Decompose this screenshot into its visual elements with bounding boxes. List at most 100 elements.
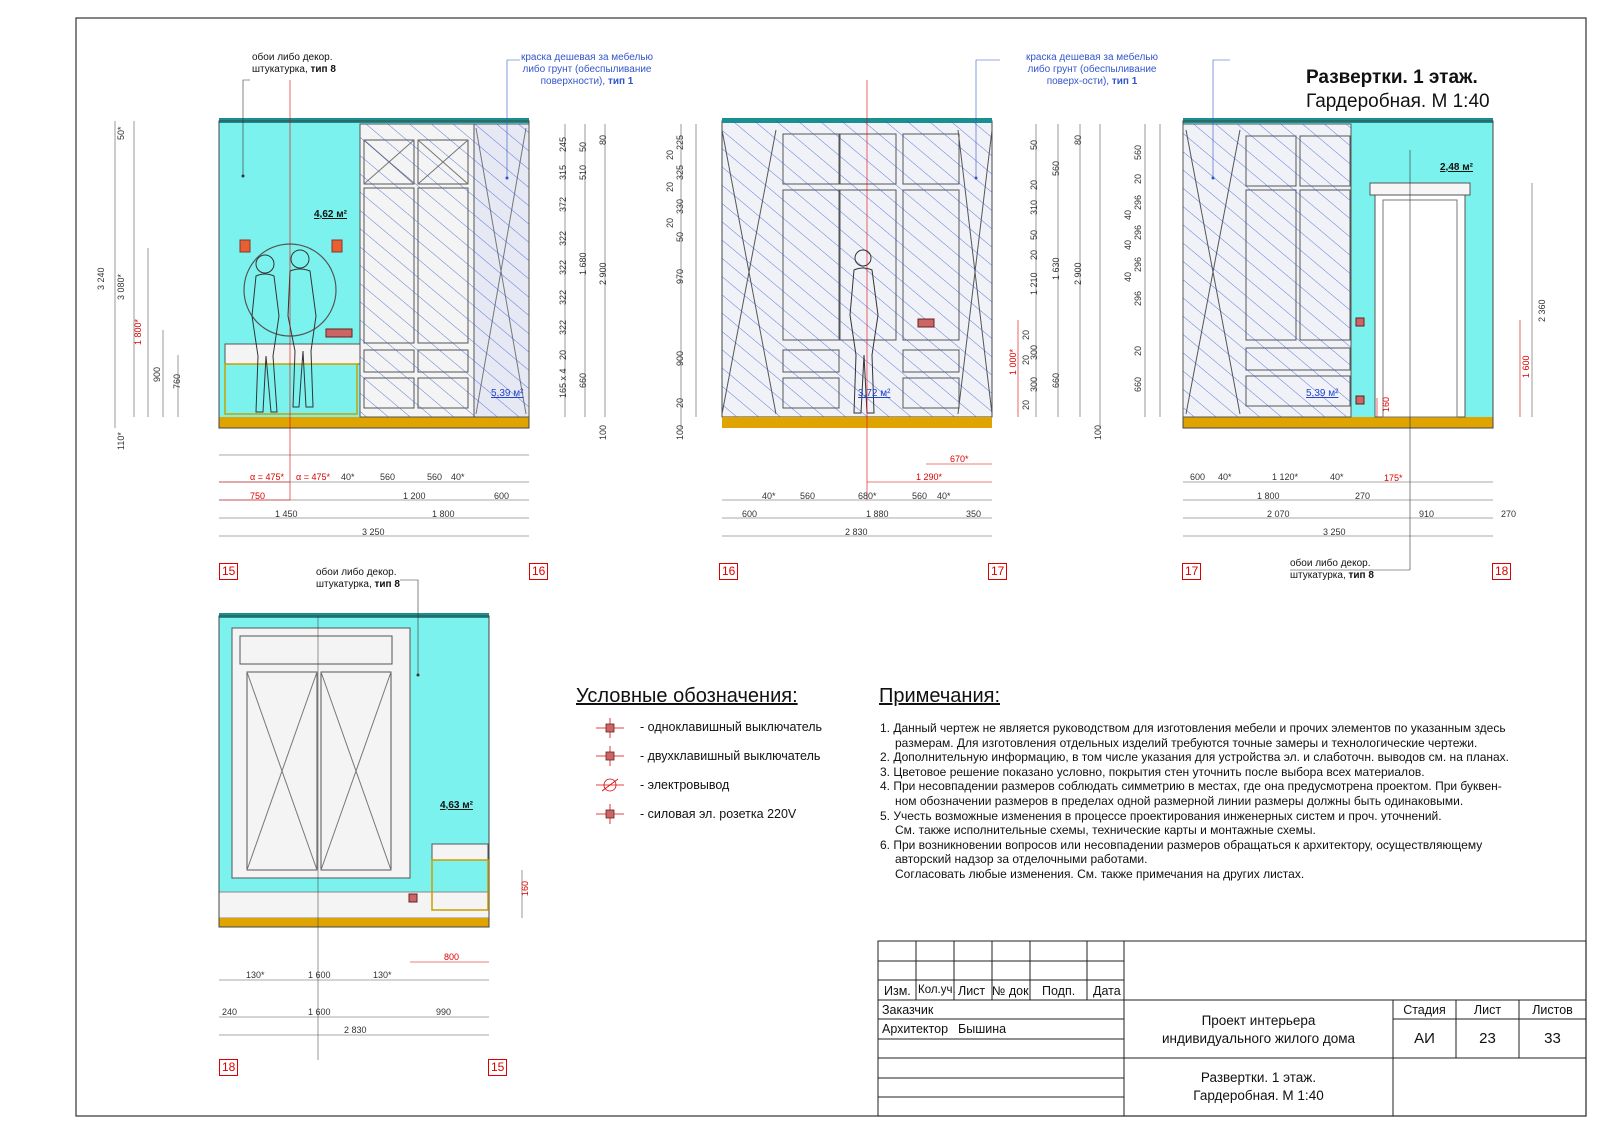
tb-header-izm: Изм.	[884, 984, 911, 998]
dimension-labels: 750 1 450 3 250 560 560 40* 1 200 600 1 …	[96, 126, 1547, 1035]
floor-strip	[219, 417, 529, 428]
dim-e1-r3: 322	[558, 231, 568, 246]
sheet-title: Развертки. 1 этаж. Гардеробная. М 1:40	[1306, 66, 1490, 114]
dim-e3-1: 40*	[1218, 472, 1232, 482]
dim-e2-r1: 560	[1051, 161, 1061, 176]
dim-e3-7: 2 070	[1267, 509, 1290, 519]
tb-customer-label: Заказчик	[882, 1003, 934, 1017]
dim-e3-l0: 560	[1133, 145, 1143, 160]
legend-item-power-socket: - силовая эл. розетка 220V	[640, 807, 797, 821]
dim-e3-l3: 40	[1123, 210, 1133, 220]
dim-e1-1800: 1 800	[432, 509, 455, 519]
dim-e1-r10: 510	[578, 165, 588, 180]
dim-e2-4: 40*	[937, 491, 951, 501]
dim-e2-7: 350	[966, 509, 981, 519]
human-figure	[849, 249, 879, 414]
dim-e3-8: 910	[1419, 509, 1434, 519]
dim-e1-760: 760	[172, 374, 182, 389]
dim-e3-l7: 40	[1123, 272, 1133, 282]
dim-e1-r7: 20	[558, 350, 568, 360]
dim-e2-l6: 50	[675, 232, 685, 242]
dim-e1-50: 50*	[116, 126, 126, 140]
dim-e2-r12: 20	[1021, 400, 1031, 410]
dim-e3-2: 1 120*	[1272, 472, 1299, 482]
dim-e1-1450: 1 450	[275, 509, 298, 519]
dim-e4-7: 2 830	[344, 1025, 367, 1035]
note-line: 4. При несовпадении размеров соблюдать с…	[880, 779, 1502, 794]
dim-e1-r4: 322	[558, 260, 568, 275]
dim-e3-l1: 20	[1133, 174, 1143, 184]
dim-e3-l2: 296	[1133, 195, 1143, 210]
dim-e2-3: 560	[912, 491, 927, 501]
dim-e2-l8: 900	[675, 351, 685, 366]
area-label-4: 2,48 м²	[1440, 162, 1473, 173]
tb-drawing-name: Развертки. 1 этаж. Гардеробная. М 1:40	[1193, 1070, 1324, 1103]
title-block-grid	[877, 940, 1587, 1117]
dim-e3-9: 270	[1501, 509, 1516, 519]
legend-item-electric-outlet: - электровывод	[640, 778, 730, 792]
dim-e3-4: 1 800	[1257, 491, 1280, 501]
axis-marker-18b: 18	[219, 1059, 239, 1076]
note-line: ном обозначении размеров в пределах одно…	[895, 793, 1464, 808]
dim-e2-10: 670*	[950, 454, 969, 464]
tb-sheets-value: 33	[1544, 1030, 1561, 1047]
tb-header-list: Лист	[958, 984, 986, 998]
note-line: 6. При возникновении вопросов или несовп…	[880, 837, 1483, 852]
dim-e2-r6: 1 210	[1029, 272, 1039, 295]
dim-e1-900: 900	[152, 367, 162, 382]
dim-e2-r15: 2 900	[1073, 262, 1083, 285]
callout-wallpaper-3: обои либо декор. штукатурка, тип 8	[1290, 558, 1374, 581]
door-portal	[1369, 182, 1471, 196]
dim-e1-r2: 372	[558, 197, 568, 212]
dim-e2-r17: 1 000*	[1008, 348, 1018, 375]
dim-e3-r2: 160	[1381, 397, 1391, 412]
dim-e2-l10: 100	[675, 425, 685, 440]
dim-e1-560a: 560	[380, 472, 395, 482]
notes-title: Примечания:	[879, 685, 1001, 707]
axis-marker-17b: 17	[1182, 563, 1202, 580]
legend-item-double-switch: - двухклавишный выключатель	[640, 749, 821, 763]
dim-e2-l9: 20	[675, 398, 685, 408]
dim-e1-alpha1: α = 475*	[250, 472, 284, 482]
dim-e3-6: 175*	[1384, 473, 1403, 483]
tb-sheet-label: Лист	[1473, 1003, 1502, 1017]
sheet-frame	[75, 17, 1587, 1117]
dim-e2-r8: 20	[1021, 330, 1031, 340]
callout-paint-1: краска дешевая за мебелью либо грунт (об…	[520, 52, 653, 87]
human-figures	[251, 249, 317, 413]
dim-e2-8: 2 830	[845, 527, 868, 537]
dim-e3-3: 40*	[1330, 472, 1344, 482]
dim-e1-r8: 165 x 4	[558, 368, 568, 398]
area-label-2: 5,39 м²	[491, 388, 524, 399]
tb-architect-label: Архитектор	[882, 1022, 949, 1036]
dim-e1-3080: 3 080*	[116, 273, 126, 300]
dim-e1-600: 600	[494, 491, 509, 501]
axis-marker-16: 16	[529, 563, 549, 580]
dim-e1-40b: 40*	[341, 472, 355, 482]
dim-e4-3: 800	[444, 952, 459, 962]
dim-e3-10: 3 250	[1323, 527, 1346, 537]
dim-e1-r0: 245	[558, 137, 568, 152]
dim-e1-r1: 315	[558, 165, 568, 180]
axis-marker-17: 17	[988, 563, 1008, 580]
elevation-18-15	[218, 579, 523, 1060]
notes-list: 1. Данный чертеж не является руководство…	[880, 721, 1570, 882]
dim-e2-r14: 80	[1073, 135, 1083, 145]
dim-e1-1200: 1 200	[403, 491, 426, 501]
dim-e4-0: 130*	[246, 970, 265, 980]
dim-e2-r5: 20	[1029, 250, 1039, 260]
dim-e2-r16: 100	[1093, 425, 1103, 440]
dim-e3-r1: 1 600	[1521, 355, 1531, 378]
dim-e1-3250: 3 250	[362, 527, 385, 537]
dim-e2-9: 1 290*	[916, 472, 943, 482]
dim-e2-r13: 660	[1051, 373, 1061, 388]
dim-e2-l5: 330	[675, 199, 685, 214]
tb-header-date: Дата	[1093, 984, 1121, 998]
dim-e2-5: 600	[742, 509, 757, 519]
dim-e2-r10: 20	[1021, 355, 1031, 365]
dim-e1-1800: 1 800*	[133, 318, 143, 345]
note-line: 3. Цветовое решение показано условно, по…	[880, 764, 1425, 779]
tb-header-sign: Подп.	[1042, 984, 1076, 998]
dim-e2-0: 40*	[762, 491, 776, 501]
callout-paint-2: краска дешевая за мебелью либо грунт (об…	[1025, 52, 1158, 87]
